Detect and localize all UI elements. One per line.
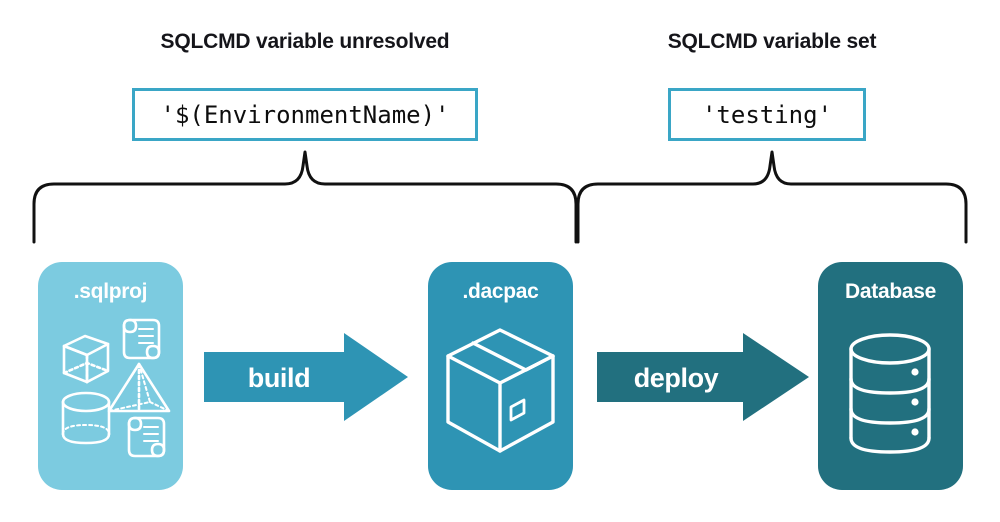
stage-label-dacpac: .dacpac xyxy=(462,280,539,303)
cylinder-icon xyxy=(61,391,111,445)
heading-sqlcmd-set: SQLCMD variable set xyxy=(667,30,877,53)
scroll-icon xyxy=(122,318,161,360)
stage-box-database: Database xyxy=(818,262,963,490)
package-box-icon xyxy=(446,328,555,453)
pyramid-icon xyxy=(107,362,171,413)
arrow-deploy-label: deploy xyxy=(633,363,719,393)
stage-label-sqlproj: .sqlproj xyxy=(73,280,148,303)
stage-label-database: Database xyxy=(845,280,936,303)
code-box-testing: 'testing' xyxy=(668,88,866,141)
sqlproj-artwork xyxy=(61,318,171,458)
scroll-icon xyxy=(127,416,166,458)
heading-sqlcmd-unresolved: SQLCMD variable unresolved xyxy=(160,30,450,53)
brace-right xyxy=(576,150,968,244)
database-artwork xyxy=(849,333,931,454)
stage-box-sqlproj: .sqlproj xyxy=(38,262,183,490)
brace-left xyxy=(32,150,578,244)
arrow-build xyxy=(204,333,408,421)
dacpac-artwork xyxy=(446,328,555,453)
arrow-build-label: build xyxy=(247,363,311,393)
code-box-environment-name: '$(EnvironmentName)' xyxy=(132,88,478,141)
database-cylinder-icon xyxy=(849,333,931,454)
cube-icon xyxy=(62,334,110,384)
arrow-deploy xyxy=(597,333,809,421)
stage-box-dacpac: .dacpac xyxy=(428,262,573,490)
